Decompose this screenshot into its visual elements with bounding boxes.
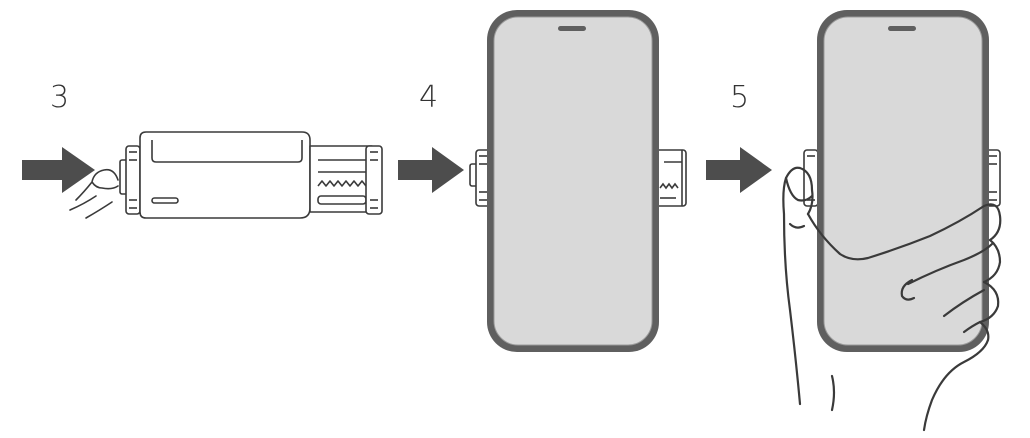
- phone-clamp-icon: [803, 149, 1001, 207]
- smartphone-icon: [817, 10, 989, 352]
- push-arrow-icon: [398, 147, 464, 193]
- push-arrow-icon: [706, 147, 772, 193]
- push-arrow-icon: [22, 147, 95, 193]
- smartphone-icon: [487, 10, 659, 352]
- step-number-4: 4: [419, 80, 439, 115]
- finger-icon: [69, 168, 119, 219]
- step-number-3: 3: [50, 80, 70, 115]
- phone-clamp-icon: [119, 131, 383, 219]
- step-number-5: 5: [730, 80, 750, 115]
- hand-icon: [782, 166, 1002, 432]
